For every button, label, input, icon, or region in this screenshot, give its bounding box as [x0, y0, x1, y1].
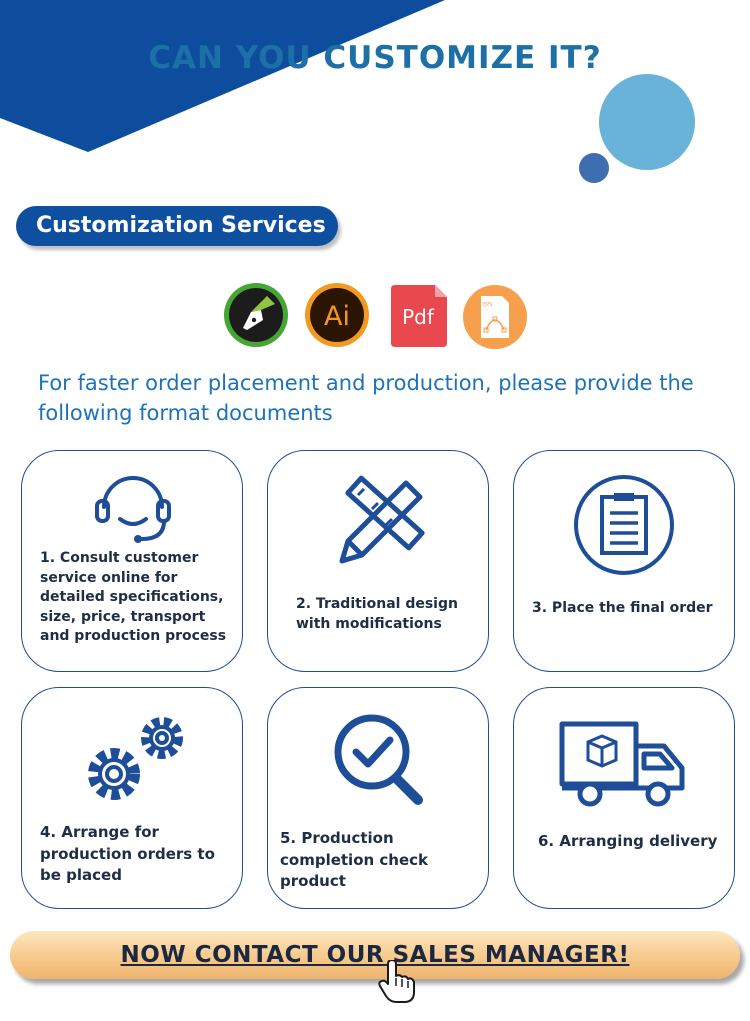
contact-button-label: NOW CONTACT OUR SALES MANAGER!: [120, 942, 630, 968]
step-label: 2. Traditional design with modifications: [296, 596, 458, 632]
step-card-inspection: 5. Production completion check product: [267, 687, 489, 909]
header-banner: [0, 0, 445, 152]
pencil-ruler-icon: [339, 475, 425, 564]
step-label: 1. Consult customer service online for d…: [40, 550, 227, 644]
step-label: 6. Arranging delivery: [538, 832, 718, 850]
intro-text: For faster order placement and productio…: [38, 371, 694, 425]
coreldraw-icon: [224, 283, 288, 347]
contact-sales-manager-button[interactable]: NOW CONTACT OUR SALES MANAGER!: [10, 931, 740, 979]
step-label: 4. Arrange for production orders to be p…: [40, 823, 215, 884]
magnifier-check-icon: [334, 714, 423, 805]
step-label: 3. Place the final order: [532, 600, 713, 616]
delivery-truck-icon: [559, 721, 685, 807]
step-card-design: 2. Traditional design with modifications: [267, 450, 489, 672]
pdf-icon: Pdf: [391, 285, 447, 347]
svg-text:EPS: EPS: [483, 302, 492, 308]
decorative-circle-large: [599, 74, 695, 170]
decorative-circle-small: [579, 153, 609, 183]
gears-icon: [88, 717, 183, 800]
step-card-delivery: 6. Arranging delivery: [513, 687, 735, 909]
step-card-production: 4. Arrange for production orders to be p…: [21, 687, 243, 909]
page-title: CAN YOU CUSTOMIZE IT?: [148, 40, 602, 76]
illustrator-icon: Ai: [305, 283, 369, 347]
svg-text:Ai: Ai: [324, 301, 350, 332]
step-label: 5. Production completion check product: [280, 829, 429, 890]
eps-icon: EPS: [463, 285, 527, 349]
svg-text:Pdf: Pdf: [402, 305, 435, 329]
headset-icon: [95, 476, 171, 543]
customization-services-heading: Customization Services: [16, 206, 338, 246]
step-card-order: 3. Place the final order: [513, 450, 735, 672]
clipboard-icon: [574, 475, 674, 575]
hand-cursor-icon: [378, 960, 415, 1003]
step-card-consult: 1. Consult customer service online for d…: [21, 450, 243, 672]
